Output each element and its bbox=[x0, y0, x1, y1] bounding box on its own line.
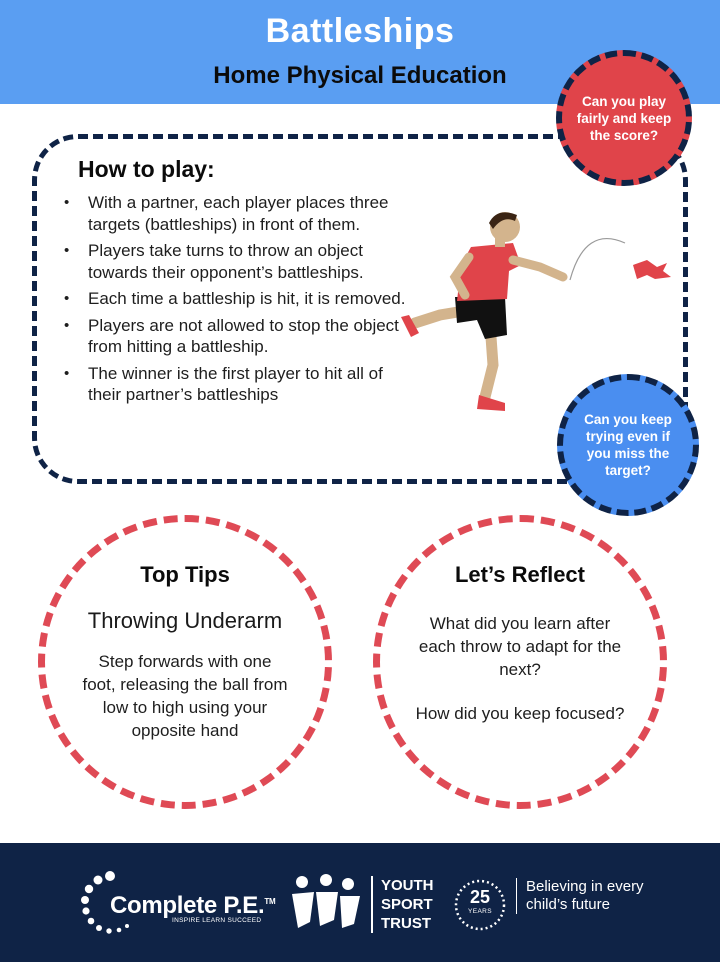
reflect-title: Let’s Reflect bbox=[454, 562, 585, 587]
reflect-question: How did you keep focused? bbox=[415, 704, 625, 723]
complete-pe-tagline: INSPIRE LEARN SUCCEED bbox=[172, 917, 262, 924]
yst-line: YOUTH bbox=[381, 877, 434, 894]
top-tips-circle bbox=[38, 515, 332, 809]
anniversary-ring-icon bbox=[454, 879, 506, 931]
complete-pe-logo-icon bbox=[81, 871, 129, 934]
rule-item: The winner is the first player to hit al… bbox=[62, 363, 407, 406]
target-icon bbox=[633, 260, 671, 279]
reflect-circle bbox=[373, 515, 667, 809]
top-tips-body: Step forwards with one foot, releasing t… bbox=[82, 652, 288, 740]
complete-pe-name: Complete P.E.TM bbox=[110, 892, 276, 919]
anniversary-label: YEARS bbox=[467, 908, 493, 915]
rule-item: Each time a battleship is hit, it is rem… bbox=[62, 288, 407, 310]
anniversary-number: 25 bbox=[469, 887, 491, 907]
keep-trying-badge: Can you keep trying even if you miss the… bbox=[557, 374, 699, 516]
how-to-play-list: With a partner, each player places three… bbox=[62, 192, 407, 411]
fair-play-badge: Can you play fairly and keep the score? bbox=[556, 50, 692, 186]
throw-arc bbox=[569, 238, 626, 281]
yst-tagline: Believing in every child’s future bbox=[516, 878, 646, 914]
rule-item: With a partner, each player places three… bbox=[62, 192, 407, 235]
how-to-play-title: How to play: bbox=[78, 156, 215, 182]
yst-line: SPORT bbox=[381, 896, 433, 913]
how-to-play-box bbox=[32, 134, 688, 484]
page-title: Battleships bbox=[265, 12, 455, 50]
reflect-question: What did you learn after each throw to a… bbox=[418, 614, 622, 679]
youth-sport-trust-name: YOUTH SPORT TRUST bbox=[371, 876, 451, 933]
rule-item: Players are not allowed to stop the obje… bbox=[62, 315, 407, 358]
footer-bar bbox=[0, 843, 720, 962]
top-tips-title: Top Tips bbox=[140, 562, 230, 587]
thrower-illustration bbox=[401, 212, 671, 411]
yst-line: TRUST bbox=[381, 915, 431, 932]
youth-sport-trust-logo-icon bbox=[292, 874, 360, 928]
top-tips-subtitle: Throwing Underarm bbox=[87, 608, 283, 633]
page-subtitle: Home Physical Education bbox=[213, 62, 507, 89]
rule-item: Players take turns to throw an object to… bbox=[62, 240, 407, 283]
